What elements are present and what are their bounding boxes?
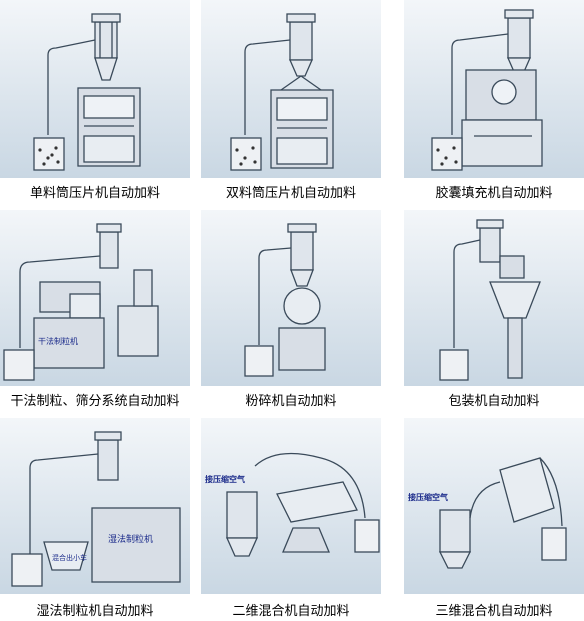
wet-granulator-label: 湿法制粒机 xyxy=(108,533,153,545)
compressed-air-label-2d: 接压缩空气 xyxy=(205,474,245,484)
caption-wet-granulator: 湿法制粒机自动加料 xyxy=(36,604,154,619)
caption-packaging-machine: 包装机自动加料 xyxy=(448,394,540,409)
gallery-item-7: 湿法制粒机 混合出小车 湿法制粒机自动加料 xyxy=(0,418,190,621)
caption-pulverizer: 粉碎机自动加料 xyxy=(245,394,337,409)
caption-dry-granulation: 干法制粒、筛分系统自动加料 xyxy=(10,394,180,409)
gallery-item-2: 双料筒压片机自动加料 xyxy=(201,0,381,210)
gallery-item-1: 单料筒压片机自动加料 xyxy=(0,0,190,210)
pulverizer-drawing xyxy=(244,223,326,377)
double-tablet-press-drawing xyxy=(230,13,334,171)
capsule-filler-illustration xyxy=(404,0,584,178)
gallery-item-9: 接压缩空气 三维混合机自动加料 xyxy=(404,418,584,621)
caption-2d-mixer: 二维混合机自动加料 xyxy=(232,604,350,619)
dry-granulation-drawing: 干法制粒机 xyxy=(3,223,159,381)
gallery-item-5: 粉碎机自动加料 xyxy=(201,210,381,415)
single-tablet-press-drawing xyxy=(33,13,141,171)
pulverizer-illustration xyxy=(201,210,381,386)
wet-granulator-illustration: 湿法制粒机 混合出小车 xyxy=(0,418,190,594)
capsule-filler-drawing xyxy=(431,9,543,171)
packaging-machine-illustration xyxy=(404,210,584,386)
gallery-item-6: 包装机自动加料 xyxy=(404,210,584,415)
dry-granulation-illustration: 干法制粒机 xyxy=(0,210,190,386)
packaging-machine-drawing xyxy=(439,219,541,381)
caption-single-tablet-press: 单料筒压片机自动加料 xyxy=(29,186,160,201)
single-tablet-press-illustration xyxy=(0,0,190,178)
compressed-air-label-3d: 接压缩空气 xyxy=(408,492,448,502)
3d-mixer-drawing: 接压缩空气 xyxy=(408,457,567,569)
2d-mixer-drawing: 接压缩空气 xyxy=(205,452,380,557)
3d-mixer-illustration: 接压缩空气 xyxy=(404,418,584,594)
caption-capsule-filler: 胶囊填充机自动加料 xyxy=(435,186,553,201)
mixer-cart-label: 混合出小车 xyxy=(52,553,87,562)
double-tablet-press-illustration xyxy=(201,0,381,178)
caption-3d-mixer: 三维混合机自动加料 xyxy=(435,604,553,619)
gallery-item-4: 干法制粒机 干法制粒、筛分系统自动加料 xyxy=(0,210,190,415)
2d-mixer-illustration: 接压缩空气 xyxy=(201,418,381,594)
gallery-item-3: 胶囊填充机自动加料 xyxy=(404,0,584,210)
wet-granulator-drawing: 湿法制粒机 混合出小车 xyxy=(11,431,181,587)
dry-granulator-label: 干法制粒机 xyxy=(38,336,78,346)
caption-double-tablet-press: 双料筒压片机自动加料 xyxy=(225,186,356,201)
gallery-item-8: 接压缩空气 二维混合机自动加料 xyxy=(201,418,381,621)
